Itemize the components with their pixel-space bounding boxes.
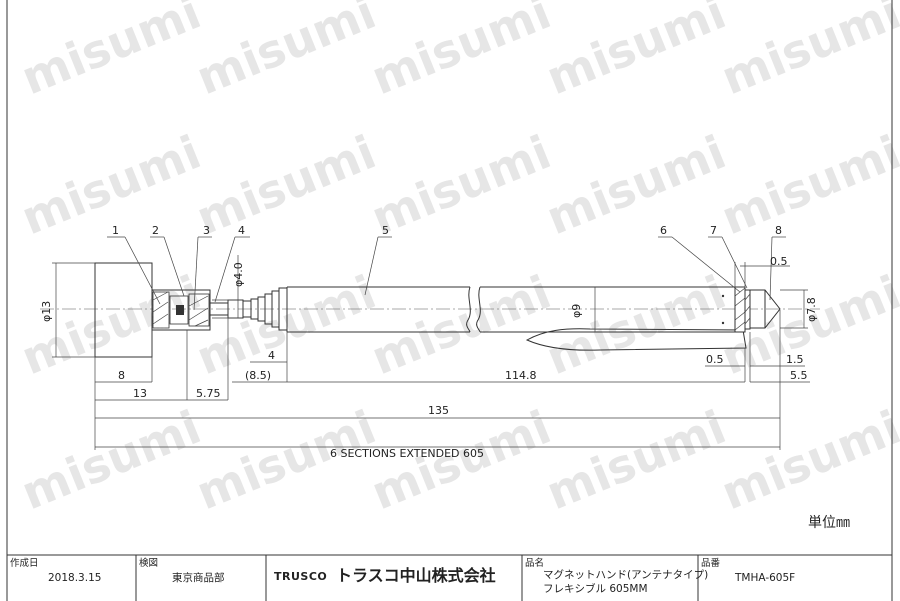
watermark: misumi xyxy=(364,265,558,385)
dim-1-5: 1.5 xyxy=(786,353,804,366)
dim-diameter-4: φ4.0 xyxy=(232,262,245,287)
callout-number: 3 xyxy=(203,224,210,237)
product-name-line2: フレキシブル 605MM xyxy=(543,582,648,595)
part-number-label: 品番 xyxy=(701,557,721,569)
dim-diameter-9: φ9 xyxy=(570,304,583,318)
watermark: misumi xyxy=(364,0,558,105)
callout-number: 7 xyxy=(710,224,717,237)
dimension-lines xyxy=(52,255,810,450)
dim-114-8: 114.8 xyxy=(505,369,537,382)
watermark: misumi xyxy=(714,0,900,105)
watermark: misumi xyxy=(189,125,383,245)
watermark: misumi xyxy=(539,265,733,385)
dim-4: 4 xyxy=(268,349,275,362)
dim-13: 13 xyxy=(133,387,147,400)
release-lever xyxy=(525,328,747,351)
watermark: misumi xyxy=(189,0,383,105)
watermark: misumi xyxy=(539,125,733,245)
callout-number: 5 xyxy=(382,224,389,237)
title-block xyxy=(6,554,893,601)
dim-diameter-7-8: φ7.8 xyxy=(805,297,818,322)
watermark: misumi xyxy=(714,125,900,245)
dim-0-5-lower: 0.5 xyxy=(706,353,724,366)
callout-number: 6 xyxy=(660,224,667,237)
magnet-holder-section xyxy=(151,289,211,331)
watermark: misumi xyxy=(189,265,383,385)
callout-number: 2 xyxy=(152,224,159,237)
check-label: 検図 xyxy=(139,557,158,569)
watermark: misumi xyxy=(14,0,208,105)
callout-number: 1 xyxy=(112,224,119,237)
dim-5-75: 5.75 xyxy=(196,387,221,400)
watermark: misumi xyxy=(14,265,208,385)
dim-5-5: 5.5 xyxy=(790,369,808,382)
watermark: misumi xyxy=(539,0,733,105)
watermark: misumi xyxy=(14,125,208,245)
dim-diameter-13: φ13 xyxy=(40,301,53,322)
drawing-frame xyxy=(6,0,893,555)
dim-135: 135 xyxy=(428,404,449,417)
dim-8: 8 xyxy=(118,369,125,382)
tip-end xyxy=(734,286,781,333)
made-date-value: 2018.3.15 xyxy=(48,572,101,584)
dim-sections-extended: 6 SECTIONS EXTENDED 605 xyxy=(330,447,484,460)
callout-leaders xyxy=(107,236,786,311)
callout-number: 8 xyxy=(775,224,782,237)
check-value: 東京商品部 xyxy=(172,571,225,584)
made-date-label: 作成日 xyxy=(10,557,39,569)
watermark: misumi xyxy=(364,125,558,245)
product-name-label: 品名 xyxy=(525,557,544,569)
part-number-value: TMHA-605F xyxy=(734,572,795,584)
dim-cap-0-5: 0.5 xyxy=(770,255,788,268)
dim-8-5: (8.5) xyxy=(245,369,271,382)
callout-number: 4 xyxy=(238,224,245,237)
watermark-layer: misumi misumi misumi misumi misumi misum… xyxy=(14,0,900,520)
antenna-tube xyxy=(286,286,735,333)
company-name: トラスコ中山株式会社 xyxy=(336,566,496,585)
product-name-line1: マグネットハンド(アンテナタイプ) xyxy=(543,568,708,581)
trusco-logo: TRUSCO xyxy=(274,570,327,583)
unit-label: 単位㎜ xyxy=(808,515,850,531)
